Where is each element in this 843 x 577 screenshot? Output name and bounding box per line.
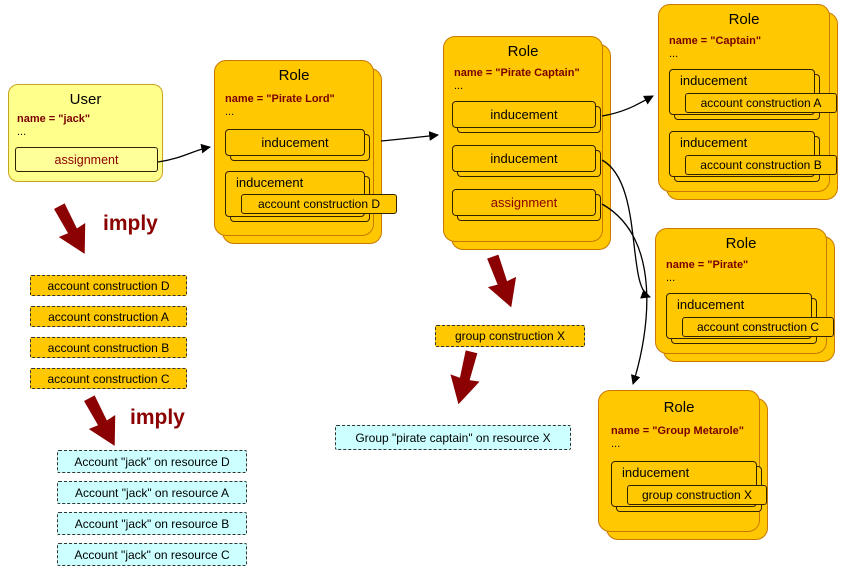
role-title: Role xyxy=(728,11,760,28)
role-name-label: name = "Pirate Lord" xyxy=(225,93,335,105)
implied-account-box: Account "jack" on resource D xyxy=(57,450,247,473)
role-name-label: name = "Pirate Captain" xyxy=(454,67,580,79)
account-construction-box: account construction D xyxy=(241,194,397,214)
role-captain-box: Role name = "Captain" ... inducement acc… xyxy=(658,4,837,192)
implied-construction-box: account construction B xyxy=(30,337,187,358)
user-box-title: User xyxy=(69,91,102,108)
role-title: Role xyxy=(725,235,757,252)
imply-arrow-icon xyxy=(84,395,116,446)
role-ellipsis: ... xyxy=(666,272,676,284)
group-construction-box: group construction X xyxy=(627,485,767,505)
inducement-slot: inducement xyxy=(452,101,596,128)
user-assignment-slot: assignment xyxy=(15,147,158,172)
role-ellipsis: ... xyxy=(669,48,679,60)
role-title: Role xyxy=(507,43,539,60)
implied-construction-box: account construction D xyxy=(30,275,187,296)
role-ellipsis: ... xyxy=(225,106,235,118)
implied-construction-box: account construction A xyxy=(30,306,187,327)
implied-account-box: Account "jack" on resource B xyxy=(57,512,247,535)
account-construction-box: account construction A xyxy=(685,93,837,113)
imply-arrow-icon xyxy=(450,350,480,405)
user-ellipsis: ... xyxy=(17,126,27,138)
imply-arrow-icon xyxy=(54,203,86,254)
connector-pirate-lord-to-pirate-captain xyxy=(380,131,439,142)
account-construction-box: account construction B xyxy=(685,155,837,175)
user-box: User name = "jack" ... assignment xyxy=(8,84,163,182)
implied-account-box: Account "jack" on resource A xyxy=(57,481,247,504)
inducement-slot: inducement xyxy=(225,129,365,156)
role-ellipsis: ... xyxy=(454,80,464,92)
implied-group-box: Group "pirate captain" on resource X xyxy=(335,425,571,450)
role-title: Role xyxy=(663,399,695,416)
implied-group-construction-box: group construction X xyxy=(435,325,585,347)
user-name-label: name = "jack" xyxy=(17,113,91,125)
connector-user-to-pirate-lord xyxy=(157,143,211,163)
inducement-slot: inducement xyxy=(452,145,596,172)
role-name-label: name = "Captain" xyxy=(669,35,762,47)
account-construction-box: account construction C xyxy=(682,317,834,337)
imply-arrow-icon xyxy=(487,254,517,308)
imply-label: imply xyxy=(103,212,158,235)
role-name-label: name = "Group Metarole" xyxy=(611,425,744,437)
connector-inducement-to-captain xyxy=(601,95,654,117)
role-name-label: name = "Pirate" xyxy=(666,259,749,271)
implied-construction-box: account construction C xyxy=(30,368,187,389)
role-group-metarole-box: Role name = "Group Metarole" ... inducem… xyxy=(598,390,767,532)
connector-inducement-to-pirate xyxy=(601,159,651,299)
role-pirate-lord-box: Role name = "Pirate Lord" ... inducement… xyxy=(214,60,397,236)
role-title: Role xyxy=(278,67,310,84)
assignment-slot: assignment xyxy=(452,189,596,216)
role-ellipsis: ... xyxy=(611,438,621,450)
role-pirate-captain-box: Role name = "Pirate Captain" ... inducem… xyxy=(443,36,603,242)
connector-to-group-metarole xyxy=(601,203,648,385)
implied-account-box: Account "jack" on resource C xyxy=(57,543,247,566)
role-pirate-box: Role name = "Pirate" ... inducement acco… xyxy=(655,228,834,354)
imply-label: imply xyxy=(130,406,185,429)
